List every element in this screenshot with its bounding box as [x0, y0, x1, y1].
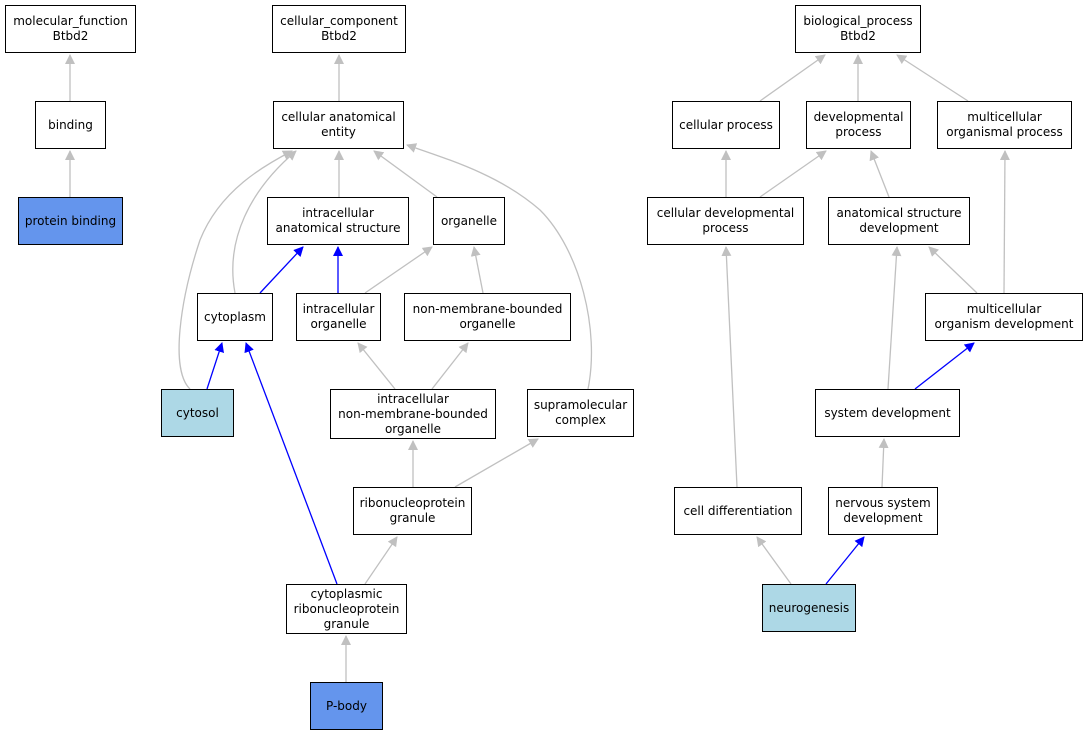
node-neurogenesis[interactable]: neurogenesis	[762, 584, 856, 632]
node-developmental-process[interactable]: developmental process	[806, 101, 911, 149]
edge-crnp-to-rnp	[364, 536, 398, 585]
node-system-development[interactable]: system development	[815, 389, 960, 437]
edge-mod-to-asd	[928, 246, 978, 294]
edge-neuro-to-nsd	[825, 536, 865, 585]
node-anatomical-structure-development[interactable]: anatomical structure development	[828, 197, 970, 245]
edge-sysdev-to-asd	[887, 246, 902, 390]
node-ribonucleoprotein-granule[interactable]: ribonucleoprotein granule	[353, 487, 472, 535]
node-cytoplasmic-ribonucleoprotein-granule[interactable]: cytoplasmic ribonucleoprotein granule	[286, 584, 407, 634]
node-p-body[interactable]: P-body	[310, 682, 383, 730]
node-cellular-process[interactable]: cellular process	[672, 101, 780, 149]
edge-organelle-to-cae	[373, 150, 438, 198]
node-cellular-component-root[interactable]: cellular_component Btbd2	[272, 5, 406, 53]
edge-nsd-to-sysdev	[878, 438, 889, 488]
node-non-membrane-bounded-organelle[interactable]: non-membrane-bounded organelle	[404, 293, 571, 341]
edge-mod-to-mop	[999, 150, 1010, 294]
edge-rnp-to-supra	[454, 438, 539, 488]
node-multicellular-organism-development[interactable]: multicellular organism development	[925, 293, 1083, 341]
node-nervous-system-development[interactable]: nervous system development	[828, 487, 938, 535]
node-organelle[interactable]: organelle	[433, 197, 505, 245]
edge-asd-to-devproc	[869, 150, 890, 198]
edge-supra-to-cae	[406, 143, 593, 390]
node-cellular-developmental-process[interactable]: cellular developmental process	[647, 197, 804, 245]
node-cell-differentiation[interactable]: cell differentiation	[674, 487, 802, 535]
node-intracellular-anatomical-structure[interactable]: intracellular anatomical structure	[267, 197, 409, 245]
edge-cytoplasm-to-cae	[232, 150, 297, 294]
edge-neuro-to-celldiff	[756, 536, 792, 585]
edge-inmbo-to-iorg	[357, 342, 396, 390]
edge-cytosol-to-cae	[178, 150, 293, 390]
node-molecular-function-root[interactable]: molecular_function Btbd2	[5, 5, 136, 53]
edge-celldiff-to-cdp	[721, 246, 738, 488]
node-biological-process-root[interactable]: biological_process Btbd2	[795, 5, 921, 53]
edge-crnp-to-cytoplasm	[244, 342, 338, 585]
edge-cytoplasm-to-ias	[259, 246, 304, 294]
edge-inmbo-to-nmbo	[431, 342, 469, 390]
edge-cellproc-to-bp-root	[759, 54, 826, 102]
node-cytoplasm[interactable]: cytoplasm	[197, 293, 273, 341]
edge-sysdev-to-mod	[914, 342, 975, 390]
edge-mop-to-bp-root	[896, 54, 969, 102]
node-supramolecular-complex[interactable]: supramolecular complex	[527, 389, 634, 437]
node-cytosol[interactable]: cytosol	[161, 389, 234, 437]
node-protein-binding[interactable]: protein binding	[18, 197, 123, 245]
edges-layer	[65, 54, 1010, 682]
edge-nmbo-to-organelle	[470, 246, 484, 294]
edge-cytosol-to-cytoplasm	[206, 342, 224, 390]
edge-cdp-to-devproc	[759, 150, 827, 198]
node-intracellular-non-membrane-bounded-organelle[interactable]: intracellular non-membrane-bounded organ…	[330, 389, 496, 439]
node-intracellular-organelle[interactable]: intracellular organelle	[296, 293, 381, 341]
node-cellular-anatomical-entity[interactable]: cellular anatomical entity	[273, 101, 404, 149]
node-multicellular-organismal-process[interactable]: multicellular organismal process	[937, 101, 1072, 149]
node-binding[interactable]: binding	[35, 101, 106, 149]
edge-iorg-to-organelle	[364, 246, 433, 294]
